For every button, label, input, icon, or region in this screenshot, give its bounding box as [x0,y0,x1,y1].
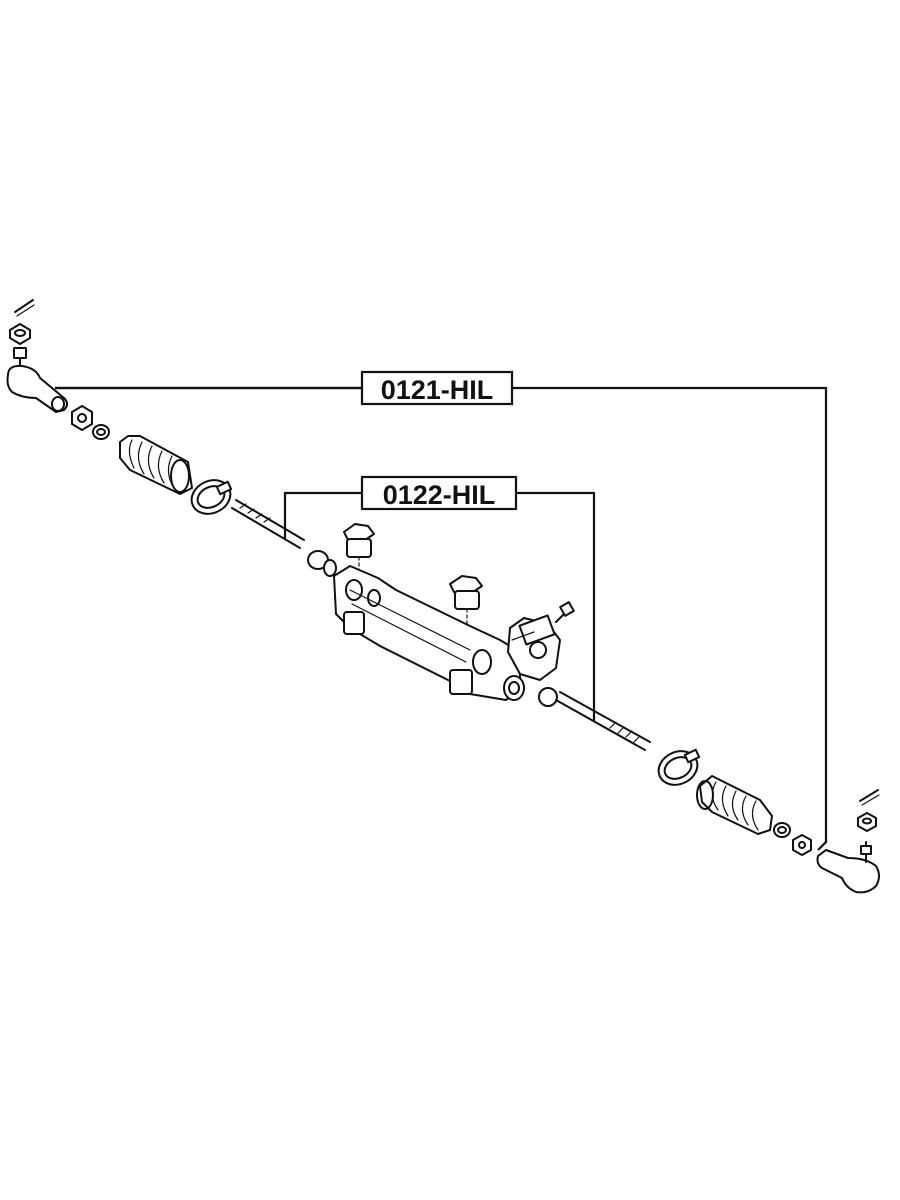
boot-clamp-large-right-icon [657,748,701,786]
outer-tie-rod-end-right [816,841,880,894]
right-inner-tie-rod [538,687,651,751]
lock-nut-icon [71,405,93,431]
label-0121-hil-text: 0121-HIL [381,375,494,405]
label-0121-hil: 0121-HIL [360,370,514,406]
lock-nut-right-icon [792,834,812,856]
leader-0122-hil [283,491,362,540]
cotter-pin-icon [14,299,35,317]
left-tie-rod-end-assembly [6,299,110,440]
rack-axis [231,499,651,751]
right-tie-rod-end-assembly [773,789,880,894]
label-0122-hil: 0122-HIL [360,475,518,511]
boot-clamp-small-icon [92,424,110,440]
rack-housing [333,565,525,701]
cotter-pin-right-icon [859,789,880,806]
outer-tie-rod-end-left [6,347,68,413]
boot-clamp-large-left-icon [190,479,233,515]
right-rack-boot [696,775,773,835]
mount-bushing-right [449,575,483,629]
pinion-valve-body [507,601,575,681]
castle-nut-icon [9,323,31,345]
left-rack-boot [119,435,193,495]
left-inner-tie-rod [231,499,337,577]
castle-nut-right-icon [857,812,877,832]
label-0122-hil-text: 0122-HIL [383,480,496,510]
mount-bushing-left [343,523,375,576]
boot-clamp-small-right-icon [773,822,791,838]
leader-lines [55,386,828,851]
